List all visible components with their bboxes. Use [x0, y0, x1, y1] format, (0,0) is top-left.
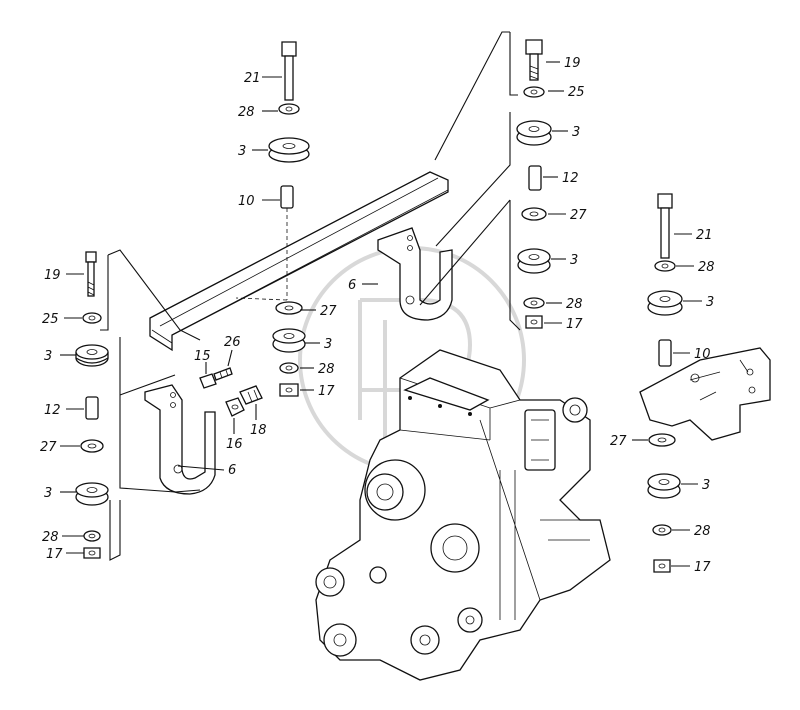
- callout-28-left: 28: [42, 530, 59, 545]
- part-washer-28-right: [523, 297, 545, 309]
- part-bracket-gearbox-right: [639, 347, 771, 441]
- callout-25-right: 25: [568, 85, 585, 100]
- part-washer-27-center: [275, 301, 303, 315]
- callout-17-left: 17: [46, 547, 63, 562]
- part-cushion-3-left-bottom: [75, 482, 109, 506]
- callout-17-far-right: 17: [694, 560, 711, 575]
- leader-lines: [60, 61, 702, 567]
- callout-3-right: 3: [570, 253, 578, 268]
- callout-21-center: 21: [244, 71, 261, 86]
- part-bolt-21-center: [281, 41, 297, 101]
- callout-19-right: 19: [564, 56, 581, 71]
- part-sleeve-12-left: [85, 396, 99, 420]
- part-washer-28-far-right-low: [652, 524, 672, 536]
- part-bolt-15: [199, 373, 217, 389]
- part-sleeve-10-center: [280, 185, 294, 209]
- part-washer-25-right: [523, 86, 545, 98]
- callout-labels: 21 28 3 10 19 25 3 12 27 3 28 17 6 27 3 …: [40, 56, 715, 575]
- callout-17-center: 17: [318, 384, 335, 399]
- callout-28-right: 28: [566, 297, 583, 312]
- part-bolt-19-left: [85, 251, 97, 297]
- part-washer-28-center-low: [279, 362, 299, 374]
- callout-21-far-right: 21: [696, 228, 713, 243]
- callout-16: 16: [226, 437, 243, 452]
- callout-25-left: 25: [42, 312, 59, 327]
- part-washer-27-left: [80, 439, 104, 453]
- callout-12-right: 12: [562, 171, 579, 186]
- part-bolt-18: [239, 385, 263, 405]
- callout-12-left: 12: [44, 403, 61, 418]
- callout-3-left-bottom: 3: [44, 486, 52, 501]
- callout-27-center: 27: [320, 304, 337, 319]
- callout-3-far-right-top: 3: [706, 295, 714, 310]
- part-nut-17-left: [83, 547, 101, 559]
- part-bracket-6-left: [144, 384, 216, 495]
- part-cushion-3-center-top: [268, 137, 310, 163]
- part-washer-28-far-right: [654, 260, 676, 272]
- callout-19-left: 19: [44, 268, 61, 283]
- callout-3-left-top: 3: [44, 349, 52, 364]
- part-bolt-26: [213, 367, 233, 381]
- part-cushion-3-right: [517, 248, 551, 274]
- callout-3-far-right: 3: [702, 478, 710, 493]
- part-cushion-3-right-top: [516, 120, 552, 146]
- part-cushion-3-far-right-top: [647, 290, 683, 316]
- part-nut-17-right: [525, 315, 543, 329]
- part-cushion-3-far-right: [647, 473, 681, 499]
- callout-28-center-low: 28: [318, 362, 335, 377]
- callout-27-right: 27: [570, 208, 587, 223]
- callout-28-far-right-low: 28: [694, 524, 711, 539]
- callout-28-center: 28: [238, 105, 255, 120]
- transfer-gearbox: [315, 349, 611, 681]
- part-nut-17-center: [279, 383, 299, 397]
- callout-18: 18: [250, 423, 267, 438]
- part-bolt-21-right: [657, 193, 673, 259]
- part-sleeve-12-right: [528, 165, 542, 191]
- callout-26: 26: [224, 335, 241, 350]
- callout-3-center: 3: [324, 337, 332, 352]
- callout-6-left: 6: [228, 463, 236, 478]
- callout-27-left: 27: [40, 440, 57, 455]
- part-sleeve-10-right: [658, 339, 672, 367]
- part-washer-25-left: [82, 312, 102, 324]
- callout-27-far-right: 27: [610, 434, 627, 449]
- part-nut-16: [225, 397, 245, 417]
- part-washer-27-right: [521, 207, 547, 221]
- callout-3-right-top: 3: [572, 125, 580, 140]
- callout-6-center: 6: [348, 278, 356, 293]
- part-bolt-19-right: [525, 39, 543, 81]
- callout-3-center-top: 3: [238, 144, 246, 159]
- callout-28-far-right: 28: [698, 260, 715, 275]
- part-bracket-6-center: [377, 227, 453, 321]
- part-cushion-3-center: [272, 328, 306, 353]
- frame-crossmember: [149, 171, 449, 352]
- callout-17-right: 17: [566, 317, 583, 332]
- part-washer-28-left: [83, 530, 101, 542]
- part-cushion-3-left-top: [75, 344, 109, 367]
- callout-10-far-right: 10: [694, 347, 711, 362]
- callout-10-center: 10: [238, 194, 255, 209]
- part-washer-27-far-right: [648, 433, 676, 447]
- part-washer-28-center: [278, 103, 300, 115]
- part-nut-17-far-right: [653, 559, 671, 573]
- callout-15: 15: [194, 349, 211, 364]
